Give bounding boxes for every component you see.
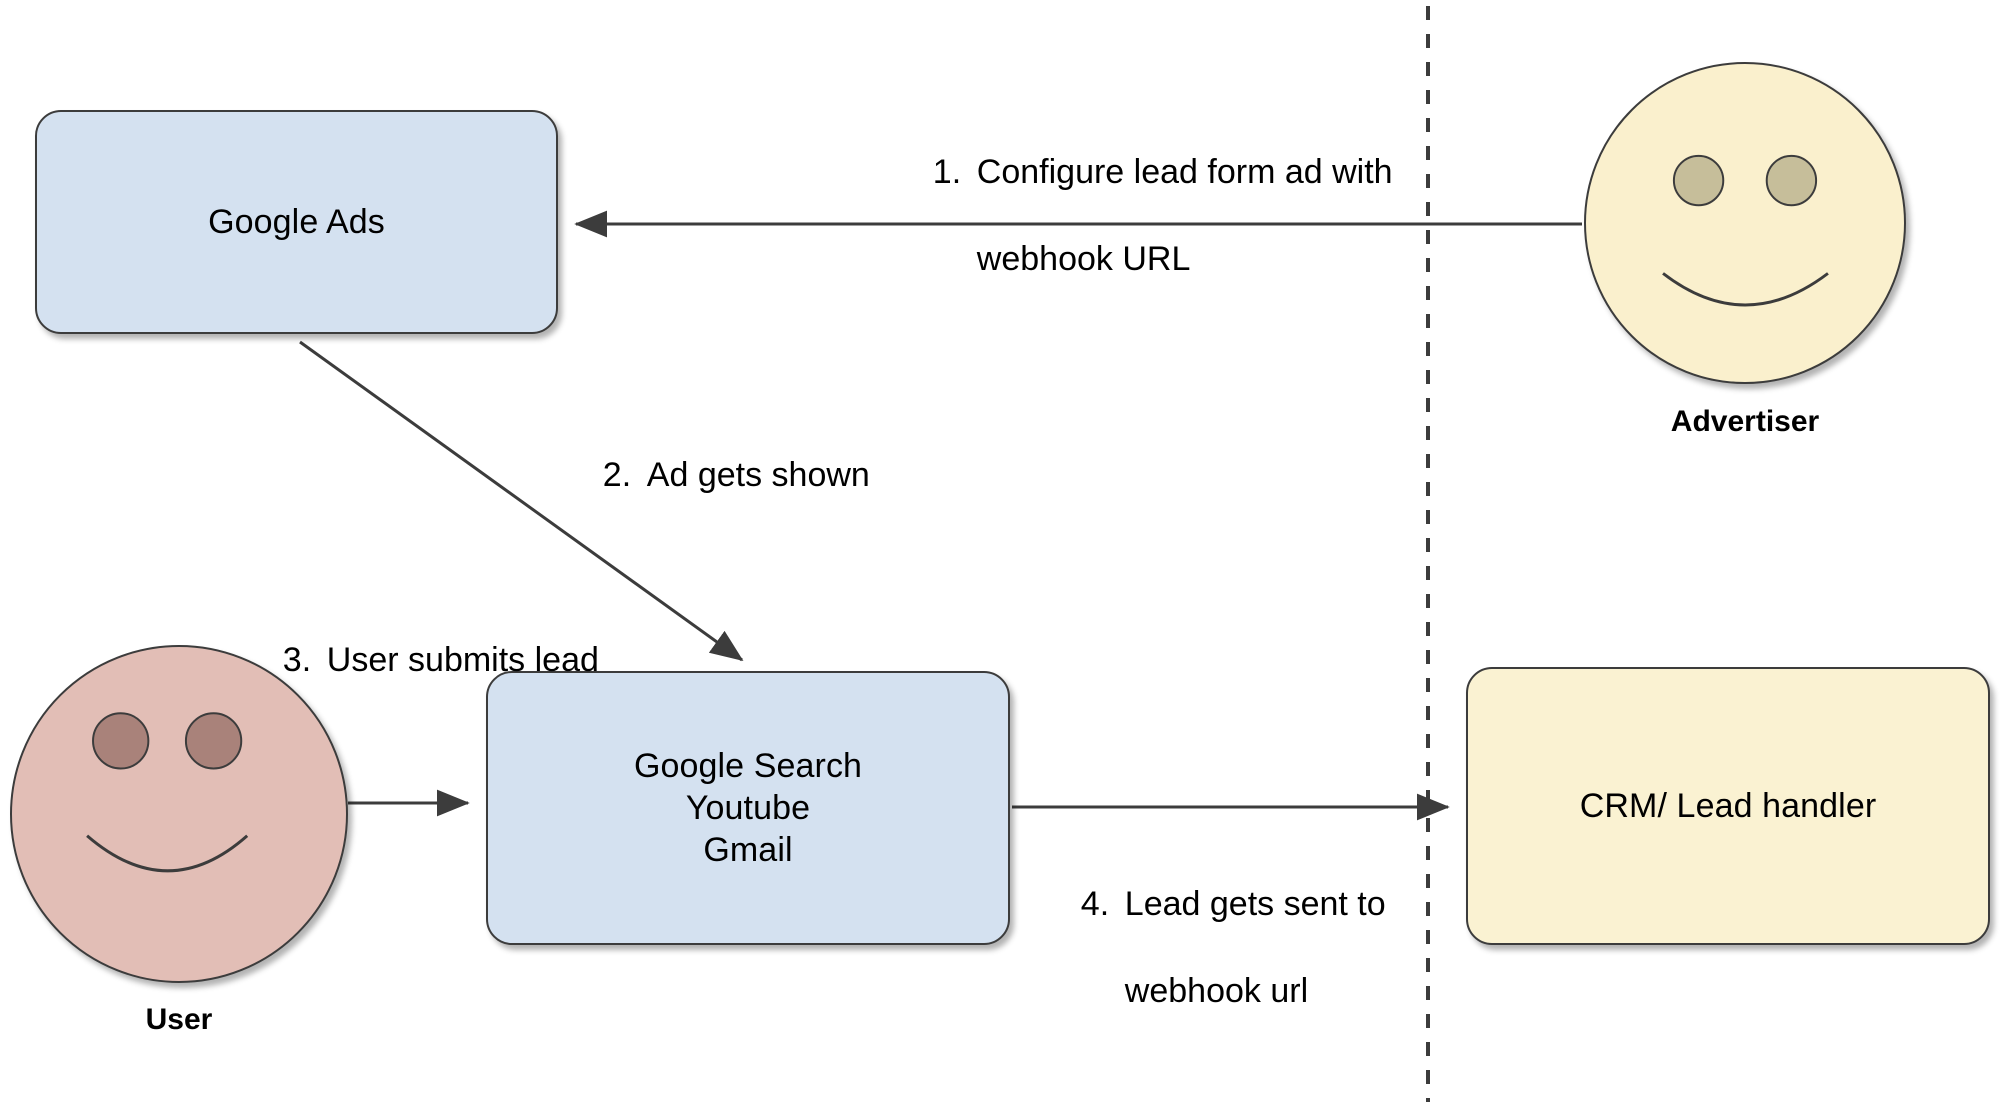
node-google-surfaces[interactable]: Google Search Youtube Gmail bbox=[486, 671, 1010, 945]
node-google-ads-label: Google Ads bbox=[208, 202, 385, 241]
node-user-label: User bbox=[145, 1003, 213, 1036]
node-crm[interactable]: CRM/ Lead handler bbox=[1466, 667, 1990, 945]
surface-label-gmail: Gmail bbox=[703, 831, 793, 870]
user-smile-icon bbox=[86, 834, 249, 873]
node-crm-label: CRM/ Lead handler bbox=[1579, 786, 1877, 825]
edge-label-2-line1: Ad gets shown bbox=[646, 455, 870, 494]
advertiser-right-eye-icon bbox=[1765, 154, 1818, 207]
edge-label-4-number: 4. bbox=[1080, 884, 1110, 923]
advertiser-smiley-icon bbox=[1662, 154, 1829, 307]
edge-label-3: 3. User submits lead bbox=[245, 595, 599, 726]
edge-label-1: 1. Configure lead form ad with webhook UR… bbox=[895, 107, 1393, 325]
user-right-eye-icon bbox=[184, 712, 243, 770]
edge-label-1-line2: webhook URL bbox=[976, 239, 1191, 278]
edge-label-4: 4. Lead gets sent to webhook url bbox=[1043, 839, 1386, 1057]
user-left-eye-icon bbox=[92, 712, 150, 770]
surface-label-google-search: Google Search bbox=[633, 746, 863, 785]
node-user[interactable] bbox=[10, 645, 348, 983]
edge-label-4-line2: webhook url bbox=[1124, 971, 1309, 1010]
edge-label-1-number: 1. bbox=[932, 152, 962, 191]
edge-label-2-number: 2. bbox=[602, 455, 632, 494]
advertiser-left-eye-icon bbox=[1672, 154, 1725, 207]
node-advertiser[interactable] bbox=[1584, 62, 1906, 384]
edge-label-1-line1: Configure lead form ad with bbox=[976, 152, 1393, 191]
user-smiley-icon bbox=[86, 712, 249, 873]
edge-label-2: 2. Ad gets shown bbox=[565, 410, 870, 541]
node-google-ads[interactable]: Google Ads bbox=[35, 110, 558, 334]
surface-label-youtube: Youtube bbox=[685, 788, 811, 827]
advertiser-smile-icon bbox=[1662, 272, 1829, 307]
node-google-surfaces-labels: Google Search Youtube Gmail bbox=[634, 745, 862, 871]
edge-label-4-line1: Lead gets sent to bbox=[1124, 884, 1386, 923]
node-advertiser-label: Advertiser bbox=[1670, 405, 1820, 438]
edge-label-3-line1: User submits lead bbox=[326, 640, 599, 679]
edge-label-3-number: 3. bbox=[282, 640, 312, 679]
